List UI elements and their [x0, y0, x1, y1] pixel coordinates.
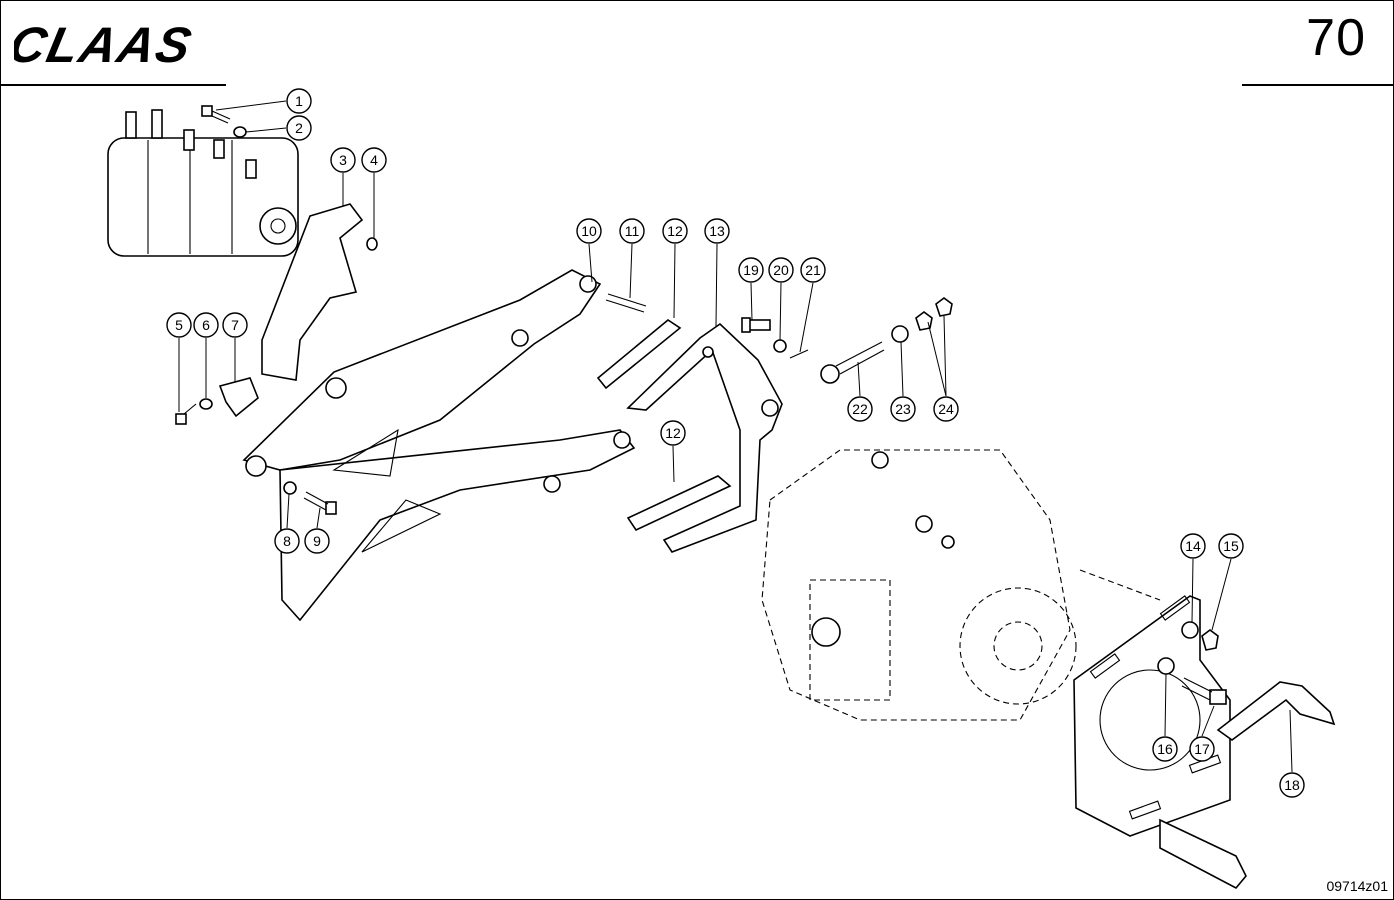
stud-11 — [605, 293, 647, 313]
washer-20 — [773, 339, 787, 353]
svg-text:22: 22 — [852, 401, 868, 417]
svg-text:2: 2 — [295, 120, 303, 136]
svg-text:14: 14 — [1185, 538, 1201, 554]
callout-24: 24 — [933, 396, 959, 422]
washer-6 — [199, 398, 213, 410]
washer-2 — [233, 126, 247, 138]
spring-12-upper — [596, 319, 682, 390]
callout-20: 20 — [768, 257, 794, 283]
callout-18: 18 — [1279, 772, 1305, 798]
callout-22: 22 — [847, 396, 873, 422]
main-frame-arm — [242, 269, 636, 622]
washer-16 — [1157, 657, 1175, 675]
svg-text:6: 6 — [202, 317, 210, 333]
mounting-plate-18 — [1073, 595, 1336, 890]
svg-text:19: 19 — [743, 262, 759, 278]
callout-11: 11 — [619, 218, 645, 244]
svg-text:21: 21 — [805, 262, 821, 278]
svg-text:17: 17 — [1194, 741, 1210, 757]
svg-text:7: 7 — [231, 317, 239, 333]
callout-19: 19 — [738, 257, 764, 283]
hydraulic-pump-block — [107, 109, 299, 257]
svg-text:23: 23 — [895, 401, 911, 417]
drawing-id: 09714z01 — [1326, 878, 1388, 894]
svg-text:5: 5 — [175, 317, 183, 333]
nut-24a — [915, 311, 933, 331]
hydrostatic-drive-unit — [761, 449, 1161, 721]
spring-12-lower — [626, 475, 732, 532]
header-rule-left — [0, 84, 226, 86]
callout-3: 3 — [330, 147, 356, 173]
callout-10: 10 — [576, 218, 602, 244]
bolt-9 — [303, 491, 337, 515]
svg-text:9: 9 — [313, 533, 321, 549]
nut-15 — [1201, 629, 1219, 651]
screw-5 — [175, 403, 197, 425]
callout-17: 17 — [1189, 736, 1215, 762]
callout-1: 1 — [286, 88, 312, 114]
svg-text:15: 15 — [1223, 538, 1239, 554]
svg-text:20: 20 — [773, 262, 789, 278]
bolt-17 — [1181, 677, 1227, 705]
callout-12-lower: 12 — [660, 420, 686, 446]
bolt-1 — [201, 105, 231, 124]
svg-text:12: 12 — [665, 425, 681, 441]
claas-logo: CLAAS — [14, 17, 198, 72]
nut-24b — [935, 297, 953, 317]
header-rule-right — [1242, 84, 1394, 86]
callout-8: 8 — [274, 528, 300, 554]
callout-6: 6 — [193, 312, 219, 338]
nut-4 — [366, 237, 378, 251]
callout-23: 23 — [890, 396, 916, 422]
callout-4: 4 — [361, 147, 387, 173]
clip-7 — [218, 377, 259, 418]
washer-23 — [891, 325, 909, 343]
washer-14 — [1181, 621, 1199, 639]
svg-text:18: 18 — [1284, 777, 1300, 793]
svg-text:8: 8 — [283, 533, 291, 549]
claas-logo-text: CLAAS — [14, 17, 198, 72]
bracket-3 — [261, 203, 364, 381]
svg-text:10: 10 — [581, 223, 597, 239]
bolt-22 — [820, 341, 885, 384]
svg-text:12: 12 — [667, 223, 683, 239]
callout-14: 14 — [1180, 533, 1206, 559]
callout-5: 5 — [166, 312, 192, 338]
lever-13 — [626, 322, 783, 553]
svg-text:11: 11 — [625, 223, 640, 239]
callout-13: 13 — [704, 218, 730, 244]
svg-text:24: 24 — [938, 401, 954, 417]
page-number: 70 — [1306, 9, 1366, 67]
callout-7: 7 — [222, 312, 248, 338]
svg-text:1: 1 — [295, 93, 303, 109]
callout-16: 16 — [1152, 736, 1178, 762]
pin-19 — [741, 317, 771, 333]
svg-text:4: 4 — [370, 152, 378, 168]
callout-12-upper: 12 — [662, 218, 688, 244]
callout-15: 15 — [1218, 533, 1244, 559]
svg-text:3: 3 — [339, 152, 347, 168]
split-pin-21 — [789, 349, 809, 359]
leader-lines — [178, 100, 1293, 773]
svg-text:13: 13 — [709, 223, 725, 239]
washer-8 — [283, 481, 297, 495]
callout-9: 9 — [304, 528, 330, 554]
callout-2: 2 — [286, 115, 312, 141]
callout-21: 21 — [800, 257, 826, 283]
svg-text:16: 16 — [1157, 741, 1173, 757]
